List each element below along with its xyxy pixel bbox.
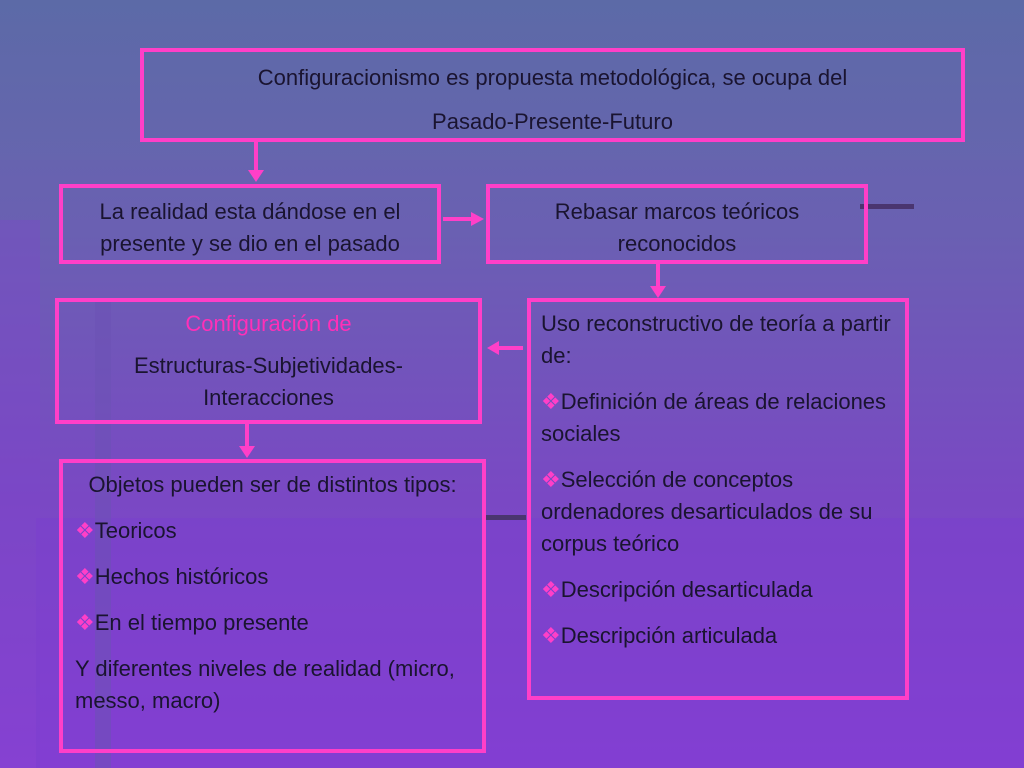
background-band-top (0, 0, 1024, 160)
diamond-bullet-icon: ❖ (75, 564, 95, 589)
diamond-bullet-icon: ❖ (75, 610, 95, 635)
background-band-left (0, 220, 40, 768)
objetos-box-intro: Objetos pueden ser de distintos tipos: (88, 472, 457, 497)
list-item: ❖Descripción desarticulada (541, 577, 813, 602)
objetos-box: Objetos pueden ser de distintos tipos: ❖… (59, 459, 486, 753)
rebasar-box-text: Rebasar marcos teóricos reconocidos (554, 199, 800, 256)
diamond-bullet-icon: ❖ (541, 389, 561, 414)
list-item: ❖En el tiempo presente (75, 610, 309, 635)
list-item: ❖Teoricos (75, 518, 177, 543)
top-box: Configuracionismo es propuesta metodológ… (140, 48, 965, 142)
list-item: ❖Definición de áreas de relaciones socia… (541, 389, 887, 446)
diamond-bullet-icon: ❖ (541, 467, 561, 492)
configuracion-box: Configuración de Estructuras-Subjetivida… (55, 298, 482, 424)
decorative-bar (486, 515, 526, 520)
uso-box-intro: Uso reconstructivo de teoría a partir de… (541, 311, 891, 368)
diamond-bullet-icon: ❖ (75, 518, 95, 543)
arrow-icon (248, 142, 264, 182)
arrow-icon (650, 264, 666, 298)
diamond-bullet-icon: ❖ (541, 623, 561, 648)
top-box-line1: Configuracionismo es propuesta metodológ… (257, 65, 848, 90)
rebasar-box: Rebasar marcos teóricos reconocidos (486, 184, 868, 264)
top-box-line2: Pasado-Presente-Futuro (432, 109, 673, 134)
uso-box: Uso reconstructivo de teoría a partir de… (527, 298, 909, 700)
objetos-box-closing: Y diferentes niveles de realidad (micro,… (75, 656, 455, 713)
decorative-bar (860, 204, 914, 209)
configuracion-box-line1: Configuración de (185, 311, 352, 336)
arrow-icon (443, 212, 484, 226)
background-band-vertical (95, 300, 111, 768)
realidad-box: La realidad esta dándose en el presente … (59, 184, 441, 264)
realidad-box-text: La realidad esta dándose en el presente … (99, 199, 401, 256)
configuracion-box-line2: Estructuras-Subjetividades-Interacciones (133, 353, 403, 410)
arrow-icon (487, 341, 523, 355)
list-item: ❖Descripción articulada (541, 623, 778, 648)
arrow-icon (239, 424, 255, 458)
list-item: ❖Hechos históricos (75, 564, 269, 589)
diamond-bullet-icon: ❖ (541, 577, 561, 602)
list-item: ❖Selección de conceptos ordenadores desa… (541, 467, 873, 556)
